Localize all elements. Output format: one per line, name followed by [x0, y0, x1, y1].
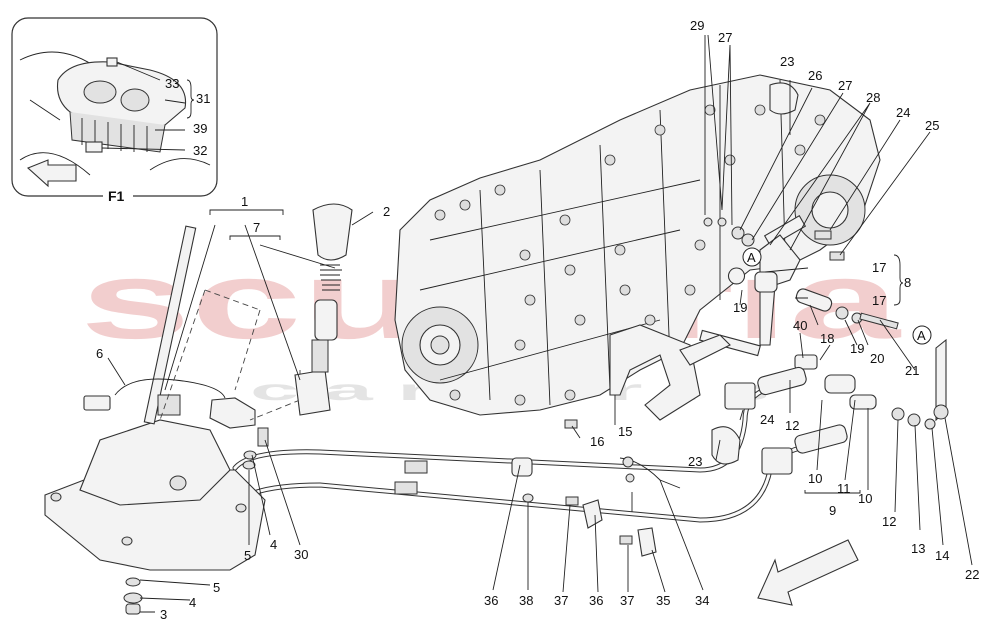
callout-24-mid: 24 — [760, 412, 774, 427]
callout-27-right: 27 — [838, 78, 852, 93]
direction-arrow — [757, 539, 859, 606]
callout-19-left: 19 — [733, 300, 747, 315]
callout-12-mid: 12 — [785, 418, 799, 433]
callout-12-low: 12 — [882, 514, 896, 529]
callout-A-2: A — [917, 328, 926, 343]
inset-f1: 33 31 39 32 F1 — [11, 17, 218, 204]
callout-22: 22 — [965, 567, 979, 582]
callout-19-right: 19 — [850, 341, 864, 356]
callout-32: 32 — [193, 143, 207, 158]
callout-23-top: 23 — [780, 54, 794, 69]
callout-36-left: 36 — [484, 593, 498, 608]
callout-5-low: 5 — [213, 580, 220, 595]
callout-24-top: 24 — [896, 105, 910, 120]
callout-4-mid: 4 — [270, 537, 277, 552]
callout-15: 15 — [618, 424, 632, 439]
callout-13: 13 — [911, 541, 925, 556]
selector-linkage: A A — [699, 82, 949, 430]
callout-25: 25 — [925, 118, 939, 133]
callout-14: 14 — [935, 548, 949, 563]
callout-2: 2 — [383, 204, 390, 219]
callout-8: 8 — [904, 275, 911, 290]
callout-17-bottom: 17 — [872, 293, 886, 308]
callout-1: 1 — [241, 194, 248, 209]
callout-16: 16 — [590, 434, 604, 449]
callout-38: 38 — [519, 593, 533, 608]
callout-10-left: 10 — [808, 471, 822, 486]
callout-17-top: 17 — [872, 260, 886, 275]
callout-31: 31 — [196, 91, 210, 106]
callout-29: 29 — [690, 18, 704, 33]
callout-40: 40 — [793, 318, 807, 333]
callout-11: 11 — [837, 481, 851, 496]
cable-clips — [511, 456, 681, 557]
callout-35: 35 — [656, 593, 670, 608]
callout-34: 34 — [695, 593, 709, 608]
shifter-assembly — [44, 225, 301, 615]
callout-9: 9 — [829, 503, 836, 518]
shift-cables — [232, 366, 848, 523]
callout-37-right: 37 — [620, 593, 634, 608]
callout-33: 33 — [165, 76, 179, 91]
callout-A-1: A — [747, 250, 756, 265]
callout-28: 28 — [866, 90, 880, 105]
bracket-15 — [564, 324, 731, 429]
callout-39: 39 — [193, 121, 207, 136]
inset-label: F1 — [108, 188, 125, 204]
callout-36-right: 36 — [589, 593, 603, 608]
leader-lines — [107, 34, 973, 613]
callout-3: 3 — [160, 607, 167, 622]
callout-10-right: 10 — [858, 491, 872, 506]
callout-7: 7 — [253, 220, 260, 235]
callout-37-left: 37 — [554, 593, 568, 608]
callout-20: 20 — [870, 351, 884, 366]
callout-5-mid: 5 — [244, 548, 251, 563]
callout-21: 21 — [905, 363, 919, 378]
callout-30: 30 — [294, 547, 308, 562]
callout-18: 18 — [820, 331, 834, 346]
callout-26: 26 — [808, 68, 822, 83]
callout-27-top: 27 — [718, 30, 732, 45]
callout-23-mid: 23 — [688, 454, 702, 469]
callout-4-low: 4 — [189, 595, 196, 610]
gear-knob — [294, 203, 353, 416]
callout-6: 6 — [96, 346, 103, 361]
gearbox-housing — [394, 74, 881, 416]
